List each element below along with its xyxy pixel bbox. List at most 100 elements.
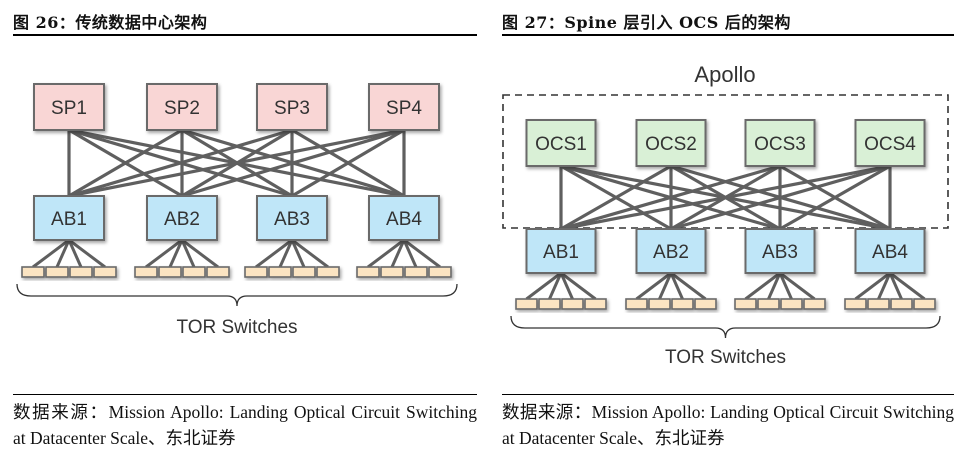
container-label: Apollo xyxy=(694,62,755,87)
top-layer-node-label: SP4 xyxy=(386,98,422,119)
mesh-link xyxy=(291,128,405,198)
tor-switch xyxy=(757,298,780,310)
tor-link xyxy=(278,239,294,268)
tor-group-brace xyxy=(510,315,941,339)
tor-link xyxy=(255,238,293,269)
tor-link xyxy=(291,238,329,269)
tor-link xyxy=(548,272,563,300)
mesh-link xyxy=(670,164,891,231)
top-layer-node xyxy=(854,119,926,167)
tor-switch xyxy=(21,266,45,278)
top-layer-node-label: SP2 xyxy=(164,98,200,119)
tor-switch xyxy=(134,266,158,278)
tor-switch xyxy=(404,266,428,278)
figure-title: 图 26：传统数据中心架构 xyxy=(13,13,208,32)
tor-link xyxy=(778,272,793,300)
aggregation-block-label: AB3 xyxy=(274,209,310,230)
tor-switch xyxy=(158,266,182,278)
tor-link xyxy=(658,272,673,300)
top-layer-node-label: OCS3 xyxy=(754,134,806,155)
tor-switch xyxy=(45,266,69,278)
tor-link xyxy=(888,272,903,300)
tor-switch xyxy=(844,298,867,310)
top-layer-node xyxy=(256,83,328,131)
aggregation-block-label: AB1 xyxy=(51,209,87,230)
tor-switch xyxy=(625,298,648,310)
tor-switch xyxy=(867,298,890,310)
tor-switch xyxy=(206,266,230,278)
tor-link xyxy=(390,239,406,268)
tor-switch xyxy=(538,298,561,310)
tor-switch xyxy=(428,266,452,278)
top-layer-node-label: SP3 xyxy=(274,98,310,119)
tor-link xyxy=(367,238,405,269)
tor-switch xyxy=(584,298,607,310)
tor-link xyxy=(635,271,672,301)
title-divider xyxy=(502,34,954,36)
mesh-link xyxy=(560,164,672,231)
tor-link xyxy=(32,238,70,269)
source-divider xyxy=(13,394,477,395)
apollo-boundary xyxy=(502,94,949,229)
tor-link xyxy=(55,239,71,268)
aggregation-block-label: AB3 xyxy=(762,242,798,263)
tor-switch xyxy=(694,298,717,310)
tor-link xyxy=(669,272,684,300)
aggregation-block-label: AB4 xyxy=(386,209,422,230)
tor-switch xyxy=(244,266,268,278)
source-note: 数据来源：Mission Apollo: Landing Optical Cir… xyxy=(502,402,954,448)
tor-switch xyxy=(671,298,694,310)
aggregation-block-label: AB2 xyxy=(653,242,689,263)
top-layer-node xyxy=(744,119,816,167)
tor-link xyxy=(877,272,892,300)
tor-link xyxy=(181,238,219,269)
tor-link xyxy=(889,271,926,301)
tor-link xyxy=(559,272,574,300)
tor-switch xyxy=(913,298,936,310)
mesh-link xyxy=(181,128,405,198)
tor-link xyxy=(168,239,184,268)
aggregation-block-node xyxy=(256,195,328,241)
tor-link xyxy=(145,238,183,269)
mesh-link xyxy=(68,128,405,198)
aggregation-block-label: AB4 xyxy=(872,242,908,263)
tor-switch xyxy=(648,298,671,310)
tor-switches-label: TOR Switches xyxy=(665,347,786,368)
aggregation-block-label: AB1 xyxy=(543,242,579,263)
top-layer-node-label: OCS2 xyxy=(645,134,697,155)
tor-link xyxy=(744,271,781,301)
tor-switches-label: TOR Switches xyxy=(176,317,297,338)
mesh-link xyxy=(68,128,293,198)
mesh-link xyxy=(560,164,891,231)
tor-switch xyxy=(316,266,340,278)
aggregation-block-label: AB2 xyxy=(164,209,200,230)
title-divider xyxy=(13,34,477,36)
tor-group-brace xyxy=(16,283,458,307)
tor-switch xyxy=(292,266,316,278)
tor-switch xyxy=(734,298,757,310)
mesh-link xyxy=(68,128,183,198)
tor-link xyxy=(560,271,597,301)
tor-link xyxy=(670,271,707,301)
tor-switch xyxy=(515,298,538,310)
aggregation-block-node xyxy=(635,228,707,274)
aggregation-block-node xyxy=(33,195,105,241)
tor-link xyxy=(67,239,83,268)
tor-switch xyxy=(93,266,117,278)
top-layer-node xyxy=(368,83,440,131)
aggregation-block-node xyxy=(854,228,926,274)
tor-link xyxy=(68,238,106,269)
top-layer-node xyxy=(146,83,218,131)
source-divider xyxy=(502,394,954,395)
tor-switch xyxy=(780,298,803,310)
tor-switch xyxy=(182,266,206,278)
tor-link xyxy=(403,238,441,269)
top-layer-node xyxy=(635,119,707,167)
tor-switch xyxy=(69,266,93,278)
figure-title: 图 27：Spine 层引入 OCS 后的架构 xyxy=(502,13,791,32)
aggregation-block-node xyxy=(744,228,816,274)
